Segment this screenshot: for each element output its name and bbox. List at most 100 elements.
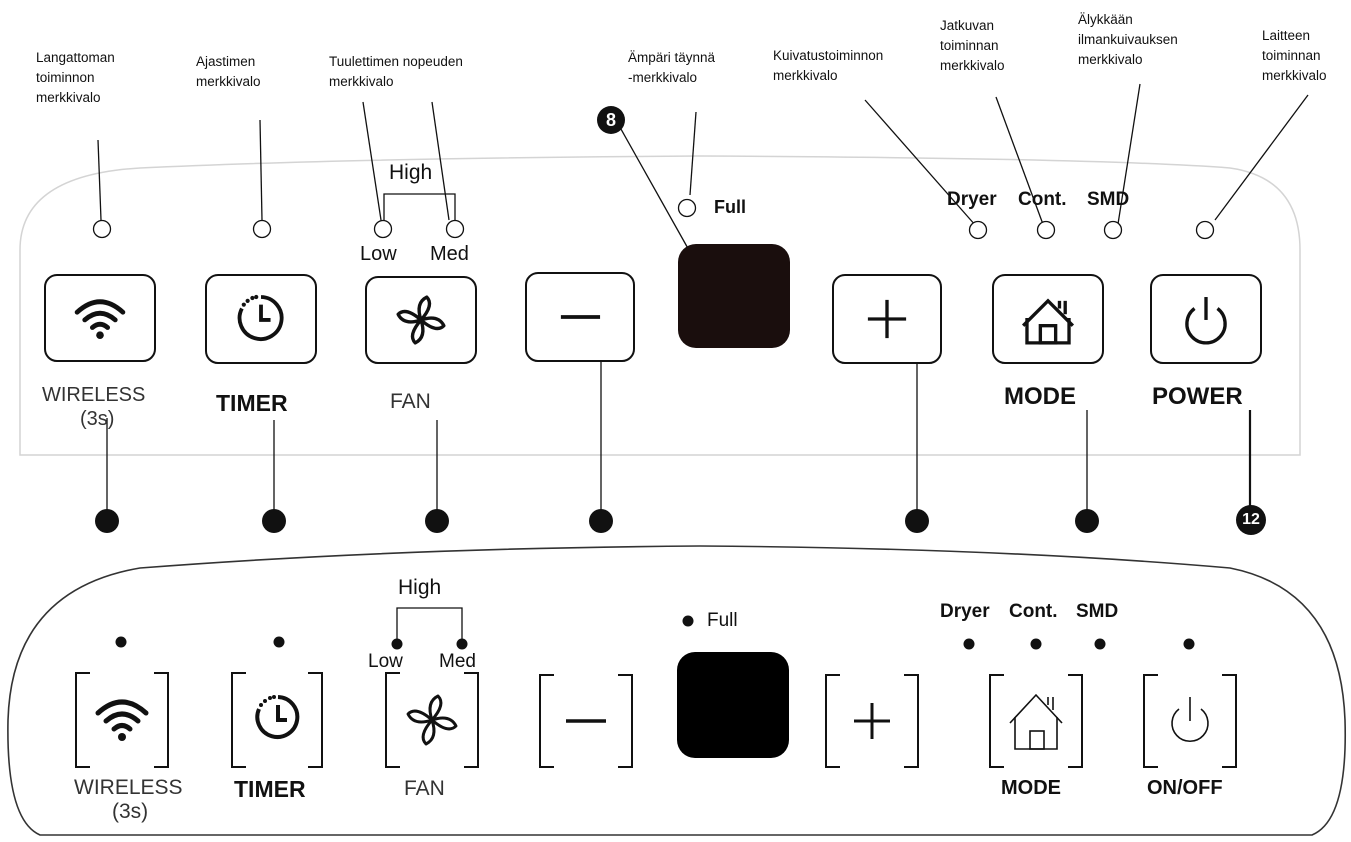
fan-button[interactable] <box>365 276 477 364</box>
led-timer-bottom <box>273 636 285 648</box>
callout-leaders <box>97 83 1309 253</box>
top-label-cont: Cont. <box>1018 189 1067 210</box>
led-cont-top <box>1036 220 1056 240</box>
power-button[interactable] <box>1150 274 1262 364</box>
mode-button[interactable] <box>992 274 1104 364</box>
plus-button[interactable] <box>832 274 942 364</box>
fan-icon <box>396 295 446 345</box>
marker-power: 12 <box>1236 505 1266 535</box>
led-timer-top <box>252 219 272 239</box>
led-wireless-top <box>92 219 112 239</box>
top-label-timer: TIMER <box>216 390 288 416</box>
wireless-button-alt[interactable] <box>76 673 168 767</box>
marker-minus <box>589 509 613 533</box>
high-bracket-bottom <box>396 607 463 640</box>
top-label-fan: FAN <box>390 390 431 413</box>
marker-timer <box>262 509 286 533</box>
wireless-button[interactable] <box>44 274 156 362</box>
callout-fan-speed-indicator: Tuulettimen nopeuden merkkivalo <box>329 54 463 89</box>
top-label-low: Low <box>360 243 397 265</box>
top-label-full: Full <box>714 197 746 217</box>
bottom-label-mode: MODE <box>1001 777 1061 799</box>
power-icon <box>1185 297 1227 345</box>
wifi-icon <box>95 699 149 741</box>
timer-icon <box>237 294 284 341</box>
bottom-button-frames <box>75 672 1237 768</box>
minus-icon <box>560 315 601 319</box>
callout-power-indicator: Laitteen toiminnan merkkivalo <box>1262 28 1327 83</box>
power-icon <box>1171 697 1209 743</box>
callout-smart-dehumidify-indicator: Älykkään ilmankuivauksen merkkivalo <box>1078 12 1178 67</box>
bottom-label-cont: Cont. <box>1009 601 1058 622</box>
led-fan-med-bottom <box>456 638 468 650</box>
fan-button-alt[interactable] <box>386 673 478 767</box>
top-leds <box>92 198 1215 240</box>
led-power-top <box>1195 220 1215 240</box>
bottom-label-smd: SMD <box>1076 601 1119 622</box>
marker-wireless <box>95 509 119 533</box>
onoff-button[interactable] <box>1144 675 1236 767</box>
led-dryer-top <box>968 220 988 240</box>
timer-button[interactable] <box>205 274 317 364</box>
top-label-dryer: Dryer <box>947 189 997 210</box>
plus-icon <box>867 299 907 339</box>
plus-icon <box>854 703 890 739</box>
top-label-mode: MODE <box>1004 383 1076 410</box>
home-icon <box>1009 693 1063 750</box>
led-cont-bottom <box>1030 638 1042 650</box>
led-smd-bottom <box>1094 638 1106 650</box>
led-smd-top <box>1103 220 1123 240</box>
marker-fan <box>425 509 449 533</box>
top-label-smd: SMD <box>1087 189 1130 210</box>
bottom-label-med: Med <box>439 651 476 672</box>
marker-display: 8 <box>597 106 625 134</box>
timer-button-alt[interactable] <box>232 673 322 767</box>
led-full-bottom <box>682 615 694 627</box>
top-label-high: High <box>389 161 433 184</box>
wifi-icon <box>74 299 126 339</box>
bottom-label-onoff: ON/OFF <box>1147 777 1223 799</box>
marker-connectors <box>106 362 1252 518</box>
bottom-label-full: Full <box>707 610 738 631</box>
timer-icon <box>255 695 300 739</box>
bottom-label-low: Low <box>368 651 403 672</box>
callout-wireless-indicator: Langattoman toiminnon merkkivalo <box>36 50 115 105</box>
display-bottom <box>677 652 789 758</box>
top-label-wireless: WIRELESS <box>42 384 146 406</box>
bottom-label-wireless-hold: (3s) <box>112 800 149 823</box>
led-fan-low-top <box>373 219 393 239</box>
led-dryer-bottom <box>963 638 975 650</box>
marker-plus <box>905 509 929 533</box>
mode-button-alt[interactable] <box>990 675 1082 767</box>
top-label-wireless-hold: (3s) <box>80 408 115 430</box>
display-top <box>678 244 790 348</box>
led-fan-low-bottom <box>391 638 403 650</box>
top-label-power: POWER <box>1152 383 1243 410</box>
callout-timer-indicator: Ajastimen merkkivalo <box>196 54 261 89</box>
bottom-label-timer: TIMER <box>234 776 306 802</box>
callout-dryer-indicator: Kuivatustoiminnon merkkivalo <box>773 48 884 83</box>
bottom-leds <box>115 615 1195 650</box>
led-fan-med-top <box>445 219 465 239</box>
high-bracket-top <box>383 193 456 222</box>
top-panel-outline <box>19 155 1301 456</box>
marker-mode <box>1075 509 1099 533</box>
minus-button[interactable] <box>525 272 635 362</box>
bottom-label-fan: FAN <box>404 777 445 800</box>
bottom-panel-outline <box>7 545 1347 836</box>
led-full-top <box>677 198 697 218</box>
callout-bucket-full-indicator: Ämpäri täynnä -merkkivalo <box>628 50 716 85</box>
minus-button-alt[interactable] <box>540 675 632 767</box>
led-power-bottom <box>1183 638 1195 650</box>
bottom-label-dryer: Dryer <box>940 601 990 622</box>
top-label-med: Med <box>430 243 469 265</box>
plus-button-alt[interactable] <box>826 675 918 767</box>
bottom-label-wireless: WIRELESS <box>74 776 183 799</box>
minus-icon <box>566 719 606 723</box>
led-wireless-bottom <box>115 636 127 648</box>
bottom-label-high: High <box>398 576 442 599</box>
fan-icon <box>406 694 458 746</box>
callout-continuous-indicator: Jatkuvan toiminnan merkkivalo <box>940 18 1005 73</box>
home-icon <box>1021 298 1075 345</box>
